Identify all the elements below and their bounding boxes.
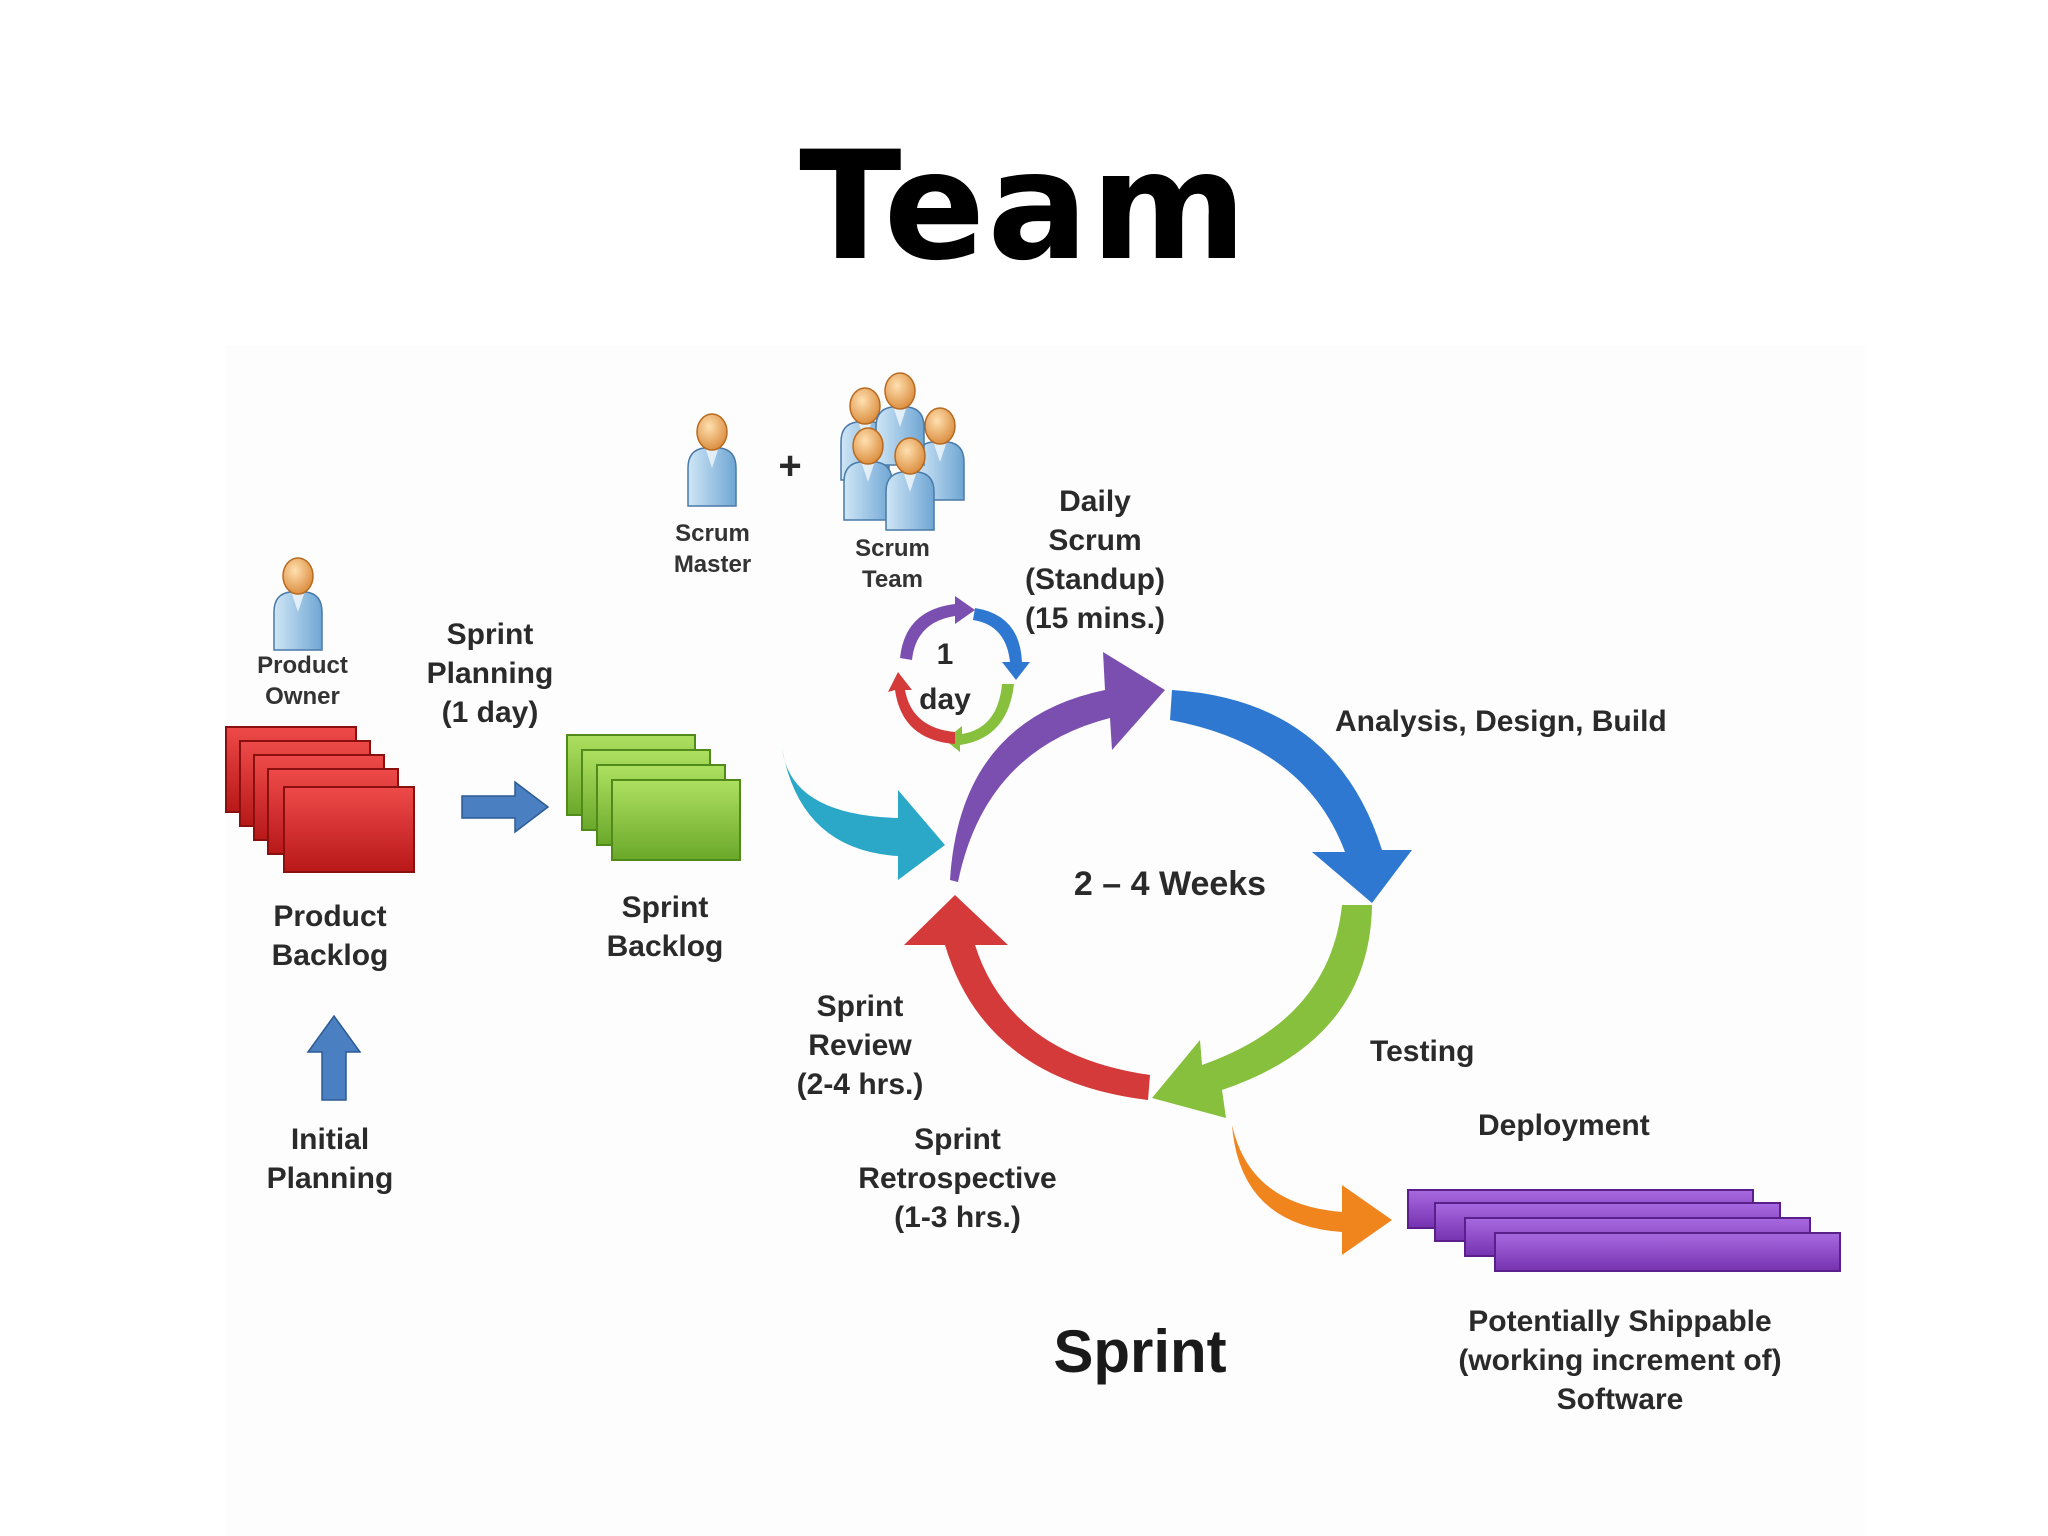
daily-cycle-label: 1 day xyxy=(919,638,971,716)
shippable-software-label: Potentially Shippable (working increment… xyxy=(1458,1305,1782,1416)
plus-sign: + xyxy=(778,444,802,488)
analysis-label: Analysis, Design, Build xyxy=(1335,705,1667,738)
product-backlog-label: Product Backlog xyxy=(271,900,389,972)
sprint-review-label: Sprint Review (2-4 hrs.) xyxy=(796,990,924,1101)
scrum-master-icon xyxy=(687,413,737,507)
scrum-team-icon xyxy=(840,372,965,531)
sprint-backlog-stack xyxy=(566,734,741,861)
product-owner-icon xyxy=(273,557,323,651)
product-owner-label: Product Owner xyxy=(257,652,348,711)
scrum-master-label: Scrum Master xyxy=(673,520,752,579)
initial-planning-arrow-icon xyxy=(306,1014,362,1101)
daily-cycle-icon xyxy=(888,596,1030,752)
sprint-entry-arrow-icon xyxy=(782,748,945,880)
deployment-arrow-icon xyxy=(1232,1125,1392,1255)
duration-label: 2 – 4 Weeks xyxy=(1073,865,1267,903)
diagram-background xyxy=(225,345,1865,1536)
deployment-label: Deployment xyxy=(1478,1109,1650,1142)
sprint-planning-label: Sprint Planning (1 day) xyxy=(426,618,554,729)
testing-label: Testing xyxy=(1370,1035,1475,1068)
shippable-software-stack xyxy=(1407,1189,1841,1272)
sprint-cycle-icon xyxy=(904,652,1412,1118)
sprint-caption: Sprint xyxy=(1053,1318,1227,1385)
product-backlog-stack xyxy=(225,726,415,873)
daily-scrum-label: Daily Scrum (Standup) (15 mins.) xyxy=(1024,485,1166,635)
sprint-retrospective-label: Sprint Retrospective (1-3 hrs.) xyxy=(858,1123,1057,1234)
sprint-backlog-label: Sprint Backlog xyxy=(606,891,724,963)
scrum-team-label: Scrum Team xyxy=(855,535,930,594)
initial-planning-label: Initial Planning xyxy=(266,1123,394,1195)
sprint-planning-arrow-icon xyxy=(461,780,550,834)
page-title: Team xyxy=(799,120,1249,294)
